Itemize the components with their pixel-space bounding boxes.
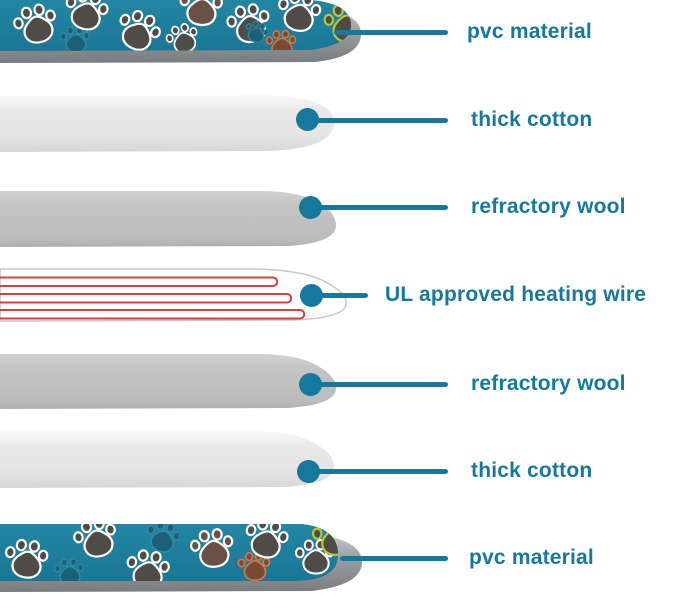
pad-wool-upper <box>0 191 336 247</box>
label-wool-lower: refractory wool <box>471 372 626 395</box>
leader-line-pvc-top <box>334 30 448 35</box>
leader-line-cotton-lower <box>309 469 448 474</box>
pad-cotton-upper <box>0 95 334 152</box>
pad-wool-lower <box>0 354 337 409</box>
label-pvc-bottom: pvc material <box>469 546 594 569</box>
label-heating-wire: UL approved heating wire <box>385 283 647 306</box>
label-wool-upper: refractory wool <box>471 195 626 218</box>
leader-line-wool-lower <box>311 382 448 387</box>
label-cotton-lower: thick cotton <box>471 459 593 482</box>
leader-dot-cotton-lower <box>297 460 320 483</box>
leader-dot-wool-lower <box>299 373 322 396</box>
label-cotton-upper: thick cotton <box>471 108 593 131</box>
leader-line-wool-upper <box>311 205 448 210</box>
leader-dot-wool-upper <box>299 196 322 219</box>
leader-line-cotton-upper <box>309 118 448 123</box>
leader-dot-cotton-upper <box>296 108 319 131</box>
leader-dot-heating-wire <box>300 284 323 307</box>
label-pvc-top: pvc material <box>467 20 592 43</box>
leader-line-heating-wire <box>312 293 368 298</box>
heating-wire <box>0 276 306 320</box>
pad-cotton-lower <box>0 431 335 488</box>
leader-line-pvc-bottom <box>340 556 448 561</box>
